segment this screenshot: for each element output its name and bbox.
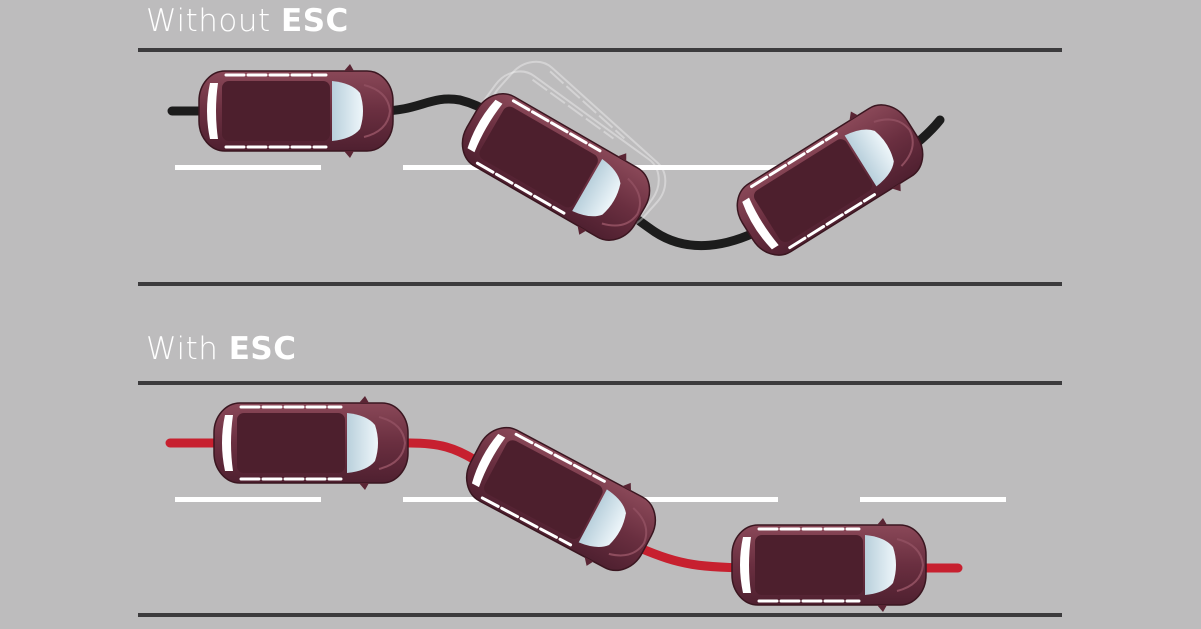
lane-marking [175,497,321,502]
road-edge-line [138,282,1062,286]
title-emphasis: ESC [228,331,297,367]
car-spun-without-esc [721,87,939,273]
car-straight-without-esc [197,62,395,160]
road-edge-line [138,613,1062,617]
lane-marking [860,497,1006,502]
car-skidding-without-esc [446,76,666,258]
road-edge-line [138,48,1062,52]
lane-marking [632,497,778,502]
car-recovered-with-esc [730,516,928,614]
car-turning-with-esc [451,410,671,588]
title-prefix: With [146,331,229,367]
lane-marking [632,165,778,170]
section-title-with-esc: With ESC [146,334,297,365]
title-prefix: Without [146,3,282,39]
title-emphasis: ESC [281,3,349,39]
lane-marking [175,165,321,170]
section-title-without-esc: Without ESC [146,6,349,37]
road-edge-line [138,381,1062,385]
car-straight-with-esc [212,394,410,492]
